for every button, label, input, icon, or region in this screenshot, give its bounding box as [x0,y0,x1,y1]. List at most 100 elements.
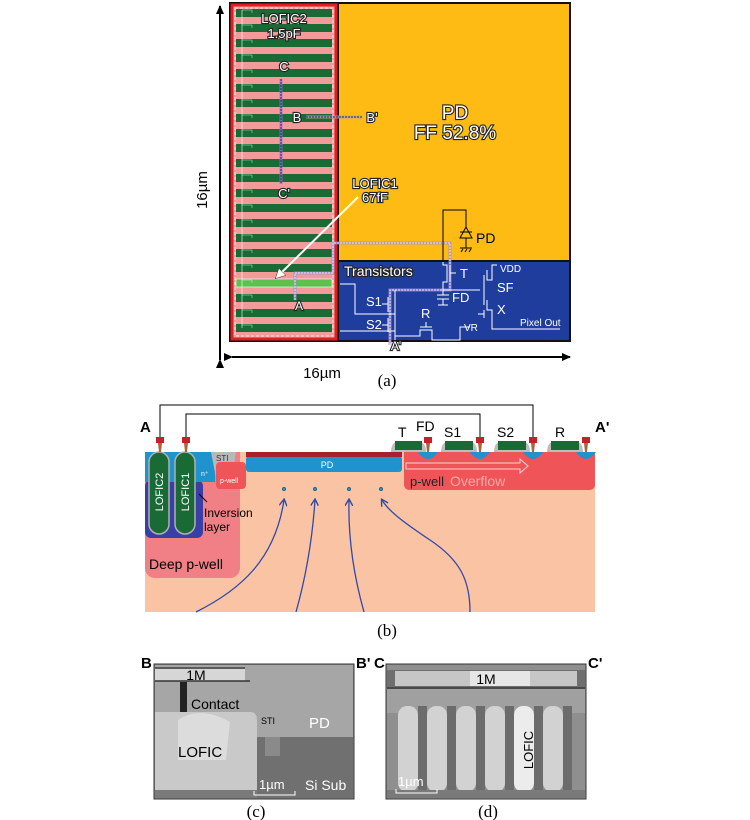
electron-dot [346,486,352,492]
lofic-finger [236,159,332,167]
lofic-trench [456,706,476,792]
cut-label-c-d: C [374,655,385,672]
pixel-circuit [340,209,560,341]
circuit-label-vr: VR [464,323,478,334]
panel-b: LOFIC2 LOFIC1 n⁺ STI p-well PD p-well Ov… [140,404,609,640]
lofic-finger [236,114,332,122]
finger-contact-mark [242,264,253,268]
circuit-label-x: X [497,302,506,317]
label-1m-c: 1M [186,667,205,683]
deep-pwell-label: Deep p-well [149,556,223,572]
overflow-label: Overflow [450,473,506,489]
pd-label: PD [321,460,334,470]
caption-a: (a) [378,371,397,390]
contact-plug [184,443,188,452]
contact-plug [531,443,535,452]
gate-label-s1: S1 [444,424,461,440]
label-sti-c: STI [261,716,275,726]
lofic-fingers [235,9,333,332]
n-plus-label: n⁺ [201,471,209,478]
panel-c: 1M Contact STI PD LOFIC 1µm Si Sub B B' … [141,655,370,820]
lofic-finger [236,69,332,77]
finger-contact-mark [242,294,253,298]
contact-plug [158,443,162,452]
lofic2-label: LOFIC2 [154,473,166,512]
finger-contact-mark [242,309,253,313]
circuit-label-t: T [460,266,468,281]
lofic-finger [236,324,332,332]
circuit-labels: PD T FD S1 S2 R VR VDD SF X Pixel Out [366,230,561,334]
contact-pad [582,437,590,443]
cut-label-c-prime: C' [278,186,290,201]
gate-poly [445,441,473,450]
trench-separator [418,706,427,790]
cut-label-a: A [295,299,303,313]
lofic-trench [427,706,447,792]
electron-dot [378,486,384,492]
pwell-label: p-well [410,474,444,489]
lofic1-pointer-arrow [276,196,359,278]
cut-label-b-prime: B' [366,110,377,125]
lofic-finger [236,204,332,212]
finger-contact-mark [242,234,253,238]
inversion-label-1: Inversion [204,506,253,520]
gate-label-fd: FD [416,418,435,434]
lofic1-capacitance: 67fF [362,190,388,205]
panel-d: 1M LOFIC 1µm C C' (d) [374,655,602,820]
finger-contact-mark [242,39,253,43]
nplus-diffusion [576,452,596,459]
cut-label-a-prime-b: A' [595,419,609,436]
lofic-finger [236,39,332,47]
finger-contact-mark [242,189,253,193]
contacts [156,437,590,452]
finger-contact-mark [242,9,253,13]
label-si-sub: Si Sub [305,777,346,793]
vertical-dimension-label: 16µm [194,171,211,209]
gate-label-r: R [555,424,565,440]
gate-label-s2: S2 [497,424,514,440]
finger-contact-mark [242,279,253,283]
horizontal-dimension-label: 16µm [303,365,341,382]
nplus-diffusion [418,452,438,459]
lofic2-name: LOFIC2 [261,11,307,26]
transistor-area [337,260,571,342]
trench-separator [563,706,572,790]
lofic-finger [236,54,332,62]
circuit-label-sf: SF [497,280,514,295]
lofic-trench [485,706,505,792]
contact-plug [426,443,430,452]
cut-label-b-prime-c: B' [356,655,370,672]
finger-contact-mark [242,54,253,58]
pd-title: PD [442,103,468,124]
contact-pad [529,437,537,443]
lofic-finger [236,309,332,317]
contacts-wiring [159,404,534,437]
finger-contact-mark [242,84,253,88]
field-lines [195,486,471,613]
contact-pad [424,437,432,443]
contact-pad [476,437,484,443]
trench-separator [476,706,485,790]
circuit-label-r: R [421,306,430,321]
electron-dot [281,486,287,492]
caption-d: (d) [478,802,498,820]
transistors-label: Transistors [344,263,413,279]
label-scale-d: 1µm [398,774,424,789]
gate-poly [395,441,422,450]
lofic1-name: LOFIC1 [352,176,398,191]
small-pwell [216,462,246,489]
finger-contact-mark [242,99,253,103]
gate-poly [498,441,526,450]
lofic-trench [514,706,534,792]
caption-c: (c) [247,802,266,820]
field-line [295,500,315,613]
lofic-trench [543,706,563,792]
cut-label-b-c: B [141,655,152,672]
finger-contact-mark [242,249,253,253]
inversion-pointer [198,493,208,503]
nplus-diffusions [418,452,596,459]
field-line [195,500,284,613]
caption-b: (b) [377,621,397,640]
finger-contact-mark [242,174,253,178]
